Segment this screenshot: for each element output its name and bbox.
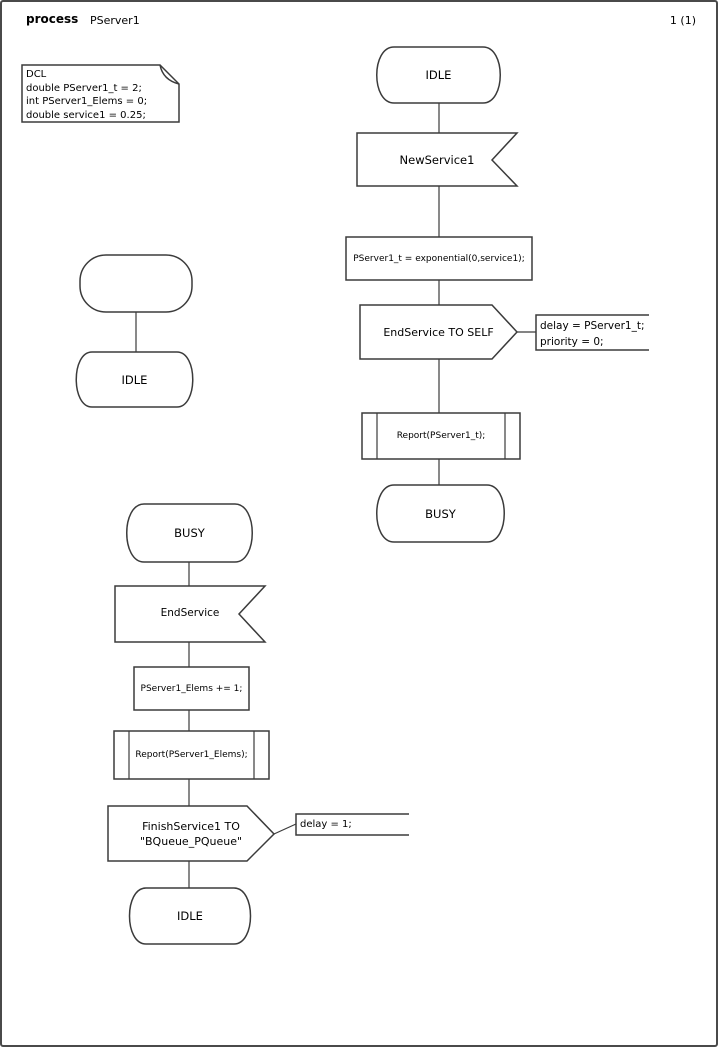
task-symbol-exponential <box>345 236 533 281</box>
output-label-endservice-to-self: EndService TO SELF <box>383 325 494 339</box>
state-label-busy-bottom: BUSY <box>425 506 456 521</box>
task-label-exponential: PServer1_t = exponential(0,service1); <box>353 253 525 264</box>
state-symbol-idle-end <box>128 887 252 945</box>
state-symbol-idle-start <box>75 351 194 408</box>
output-signal-symbol-endservice-to-self <box>359 304 519 360</box>
state-label-idle-top: IDLE <box>425 68 452 82</box>
comment-text-delay-priority: delay = PServer1_t; priority = 0; <box>540 318 645 350</box>
start-symbol <box>79 254 193 313</box>
task-label-elems-increment: PServer1_Elems += 1; <box>140 683 243 694</box>
comment-link <box>273 823 297 835</box>
declaration-line: int PServer1_Elems = 0; <box>26 96 148 107</box>
task-symbol-elems-increment <box>133 666 250 711</box>
comment-text-delay1: delay = 1; <box>300 819 352 830</box>
state-symbol-idle-top <box>376 46 501 104</box>
procedure-call-symbol-report-elems <box>113 730 270 780</box>
state-symbol-busy-bottom <box>376 484 505 543</box>
procedure-label-report-elems: Report(PServer1_Elems); <box>135 750 248 760</box>
declaration-note-shape <box>21 64 180 123</box>
comment-line: delay = PServer1_t; <box>540 320 645 332</box>
input-signal-symbol-endservice <box>114 585 267 643</box>
page-number: 1 (1) <box>669 14 696 27</box>
state-label-busy-top: BUSY <box>174 526 205 540</box>
declaration-line: DCL <box>26 69 47 80</box>
procedure-call-symbol-report-t <box>361 412 521 460</box>
comment-line: priority = 0; <box>540 336 604 348</box>
process-name: PServer1 <box>90 14 140 27</box>
procedure-label-report-t: Report(PServer1_t); <box>396 431 486 441</box>
output-label-line: FinishService1 TO <box>142 819 240 833</box>
output-label-line: "BQueue_PQueue" <box>139 834 243 848</box>
state-symbol-busy-top <box>126 503 253 563</box>
process-kind-label: process <box>26 12 79 26</box>
output-signal-symbol-finishservice1 <box>107 805 276 862</box>
input-label-endservice: EndService <box>160 606 220 619</box>
comment-symbol-delay1 <box>295 813 409 836</box>
declaration-line: double PServer1_t = 2; <box>26 82 142 94</box>
state-label-idle-start: IDLE <box>121 372 148 387</box>
input-signal-symbol-newservice1 <box>356 132 519 187</box>
declaration-text: DCL double PServer1_t = 2; int PServer1_… <box>26 68 147 122</box>
output-label-finishservice1: FinishService1 TO "BQueue_PQueue" <box>108 806 274 861</box>
comment-symbol-delay-priority <box>535 314 649 351</box>
input-label-newservice1: NewService1 <box>399 152 475 167</box>
state-label-idle-end: IDLE <box>177 909 203 923</box>
declaration-note-fold <box>159 64 180 85</box>
declaration-line: double service1 = 0.25; <box>26 109 146 121</box>
